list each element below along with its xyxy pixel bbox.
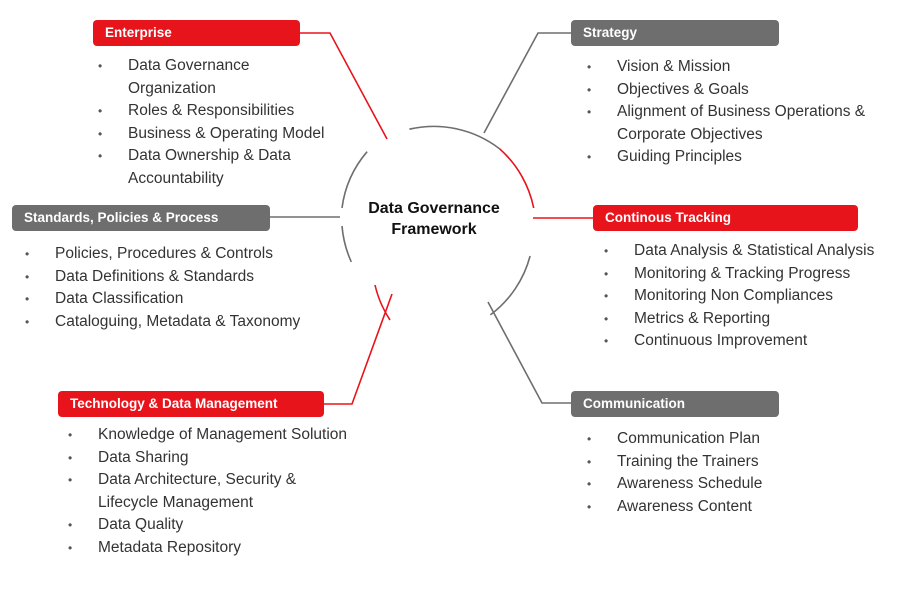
technology-tag: Technology & Data Management bbox=[58, 391, 324, 417]
center-title-line1: Data Governance bbox=[368, 200, 500, 217]
list-item: •Awareness Content bbox=[587, 497, 752, 515]
connector-technology bbox=[324, 293, 393, 405]
list-item: •Data Governance Organization bbox=[98, 57, 250, 97]
list-item: •Data Classification bbox=[25, 290, 184, 307]
list-item: •Metrics & Reporting bbox=[604, 309, 771, 327]
center-ring-right bbox=[498, 148, 535, 209]
center-ring-bottom-left bbox=[374, 284, 391, 321]
connector-enterprise bbox=[300, 32, 388, 140]
list-item: •Training the Trainers bbox=[587, 452, 759, 470]
technology-list: •Knowledge of Management Solution •Data … bbox=[68, 424, 358, 559]
list-item: •Guiding Principles bbox=[587, 148, 742, 165]
list-item: •Data Definitions & Standards bbox=[25, 267, 255, 285]
center-ring-bottom-right bbox=[489, 255, 531, 316]
center-ring-top-right bbox=[409, 125, 500, 150]
list-item: •Alignment of Business Operations & Corp… bbox=[587, 103, 866, 143]
list-item: •Data Architecture, Security & Lifecycle… bbox=[68, 471, 297, 511]
center-ring-top-left bbox=[341, 151, 368, 209]
list-item: •Monitoring & Tracking Progress bbox=[604, 264, 851, 282]
strategy-list: •Vision & Mission •Objectives & Goals •A… bbox=[587, 56, 887, 169]
enterprise-list: •Data Governance Organization •Roles & R… bbox=[98, 55, 338, 190]
list-item: •Awareness Schedule bbox=[587, 475, 763, 492]
list-item: •Policies, Procedures & Controls bbox=[25, 245, 273, 262]
list-item: •Monitoring Non Compliances bbox=[604, 287, 834, 304]
communication-tag: Communication bbox=[571, 391, 779, 417]
connector-communication bbox=[487, 301, 571, 404]
standards-list: •Policies, Procedures & Controls •Data D… bbox=[25, 243, 325, 333]
center-ring-left bbox=[341, 225, 353, 263]
list-item: •Data Quality bbox=[68, 516, 184, 533]
list-item: •Business & Operating Model bbox=[98, 124, 325, 142]
tracking-tag: Continous Tracking bbox=[593, 205, 858, 231]
list-item: •Metadata Repository bbox=[68, 538, 242, 556]
list-item: •Vision & Mission bbox=[587, 58, 731, 75]
list-item: •Data Ownership & Data Accountability bbox=[98, 147, 291, 187]
list-item: •Objectives & Goals bbox=[587, 80, 749, 98]
tracking-list: •Data Analysis & Statistical Analysis •M… bbox=[604, 240, 896, 353]
list-item: •Data Analysis & Statistical Analysis bbox=[604, 242, 875, 259]
list-item: •Communication Plan bbox=[587, 430, 761, 447]
enterprise-tag: Enterprise bbox=[93, 20, 300, 46]
center-title-line2: Framework bbox=[391, 221, 477, 238]
strategy-tag: Strategy bbox=[571, 20, 779, 46]
list-item: •Knowledge of Management Solution bbox=[68, 426, 348, 443]
list-item: •Cataloguing, Metadata & Taxonomy bbox=[25, 312, 301, 330]
list-item: •Continuous Improvement bbox=[604, 332, 808, 349]
list-item: •Roles & Responsibilities bbox=[98, 102, 295, 119]
communication-list: •Communication Plan •Training the Traine… bbox=[587, 428, 877, 518]
list-item: •Data Sharing bbox=[68, 448, 189, 466]
connector-strategy bbox=[483, 32, 571, 134]
standards-tag: Standards, Policies & Process bbox=[12, 205, 270, 231]
center-title: Data Governance Framework bbox=[346, 198, 522, 240]
